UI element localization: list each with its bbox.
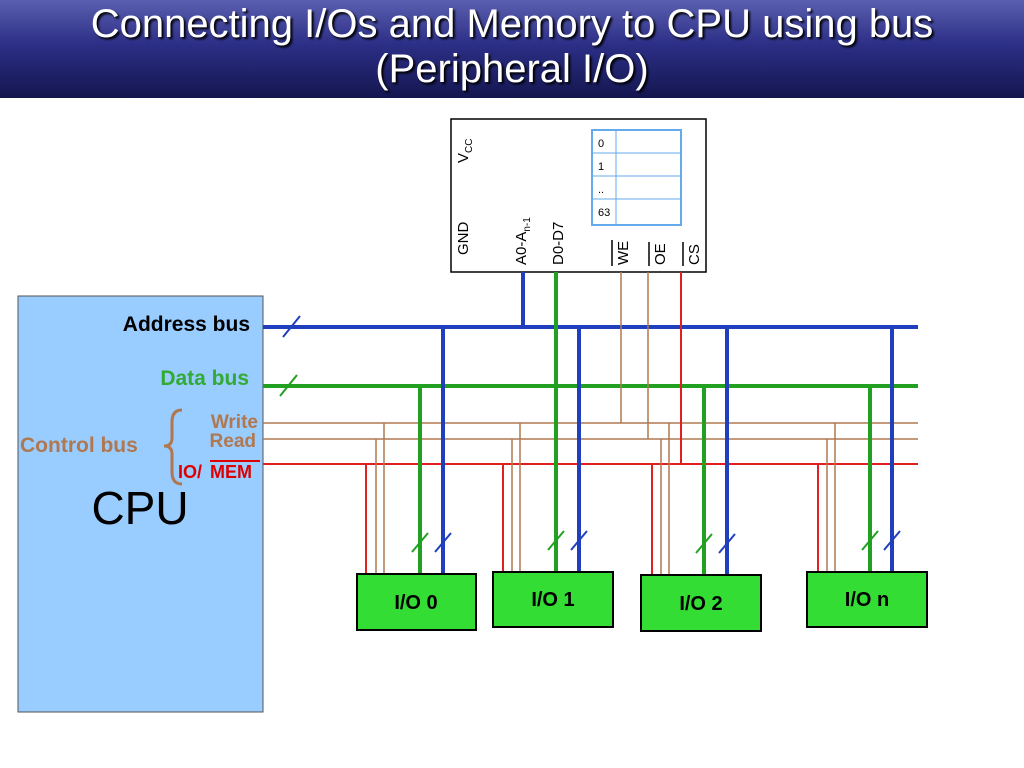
- title-line-2: (Peripheral I/O): [375, 47, 649, 91]
- data-slash: [279, 374, 298, 397]
- io2-address-slash: [718, 533, 736, 554]
- oe-pin-label: OE: [652, 243, 669, 265]
- cell-label: 0: [598, 138, 604, 150]
- title-bar: [0, 0, 1024, 98]
- addr-pin-label: A0-An-1: [513, 217, 533, 265]
- title-line-1: Connecting I/Os and Memory to CPU using …: [90, 2, 934, 46]
- io1-address-slash: [570, 530, 588, 551]
- cs-pin-label: CS: [686, 244, 703, 265]
- memory-cell-array: [591, 129, 682, 226]
- address-bus-label: Address bus: [123, 313, 250, 336]
- io-label-1: I/O 1: [531, 589, 574, 611]
- we-pin-label: WE: [615, 241, 632, 265]
- io0-address-slash: [434, 532, 452, 553]
- cell-label: ..: [598, 184, 604, 196]
- io-label-0: I/O 0: [394, 592, 437, 614]
- io-box-1: [492, 571, 614, 628]
- vcc-subscript: CC: [464, 139, 475, 153]
- cell-label: 63: [598, 207, 610, 219]
- mem-label: MEM: [210, 462, 252, 482]
- io1-data-slash: [547, 530, 565, 551]
- io2-data-slash: [695, 533, 713, 554]
- write-label: Write: [211, 412, 258, 433]
- io-box-2: [640, 574, 762, 632]
- data-pin-label: D0-D7: [550, 222, 567, 265]
- addr-subscript: n-1: [522, 217, 533, 232]
- vcc-text: V: [455, 153, 472, 163]
- address-slash: [282, 315, 301, 338]
- page-title: Connecting I/Os and Memory to CPU using …: [0, 2, 1024, 92]
- ion-address-slash: [883, 530, 901, 551]
- io-label: IO/: [178, 462, 202, 482]
- read-label: Read: [210, 431, 256, 452]
- ion-data-slash: [861, 530, 879, 551]
- io-box-n: [806, 571, 928, 628]
- io-label-n: I/O n: [845, 589, 889, 611]
- vcc-label: VCC: [455, 139, 475, 163]
- io-label-2: I/O 2: [679, 593, 722, 615]
- cell-label: 1: [598, 161, 604, 173]
- gnd-label: GND: [455, 222, 472, 256]
- control-brace: [163, 408, 183, 486]
- cpu-label: CPU: [91, 482, 188, 534]
- io0-data-slash: [411, 532, 429, 553]
- addr-text: A0-A: [513, 232, 530, 265]
- io-box-0: [356, 573, 477, 631]
- data-bus-label: Data bus: [160, 367, 249, 390]
- control-bus-label: Control bus: [20, 434, 138, 457]
- cpu-box: [17, 295, 264, 713]
